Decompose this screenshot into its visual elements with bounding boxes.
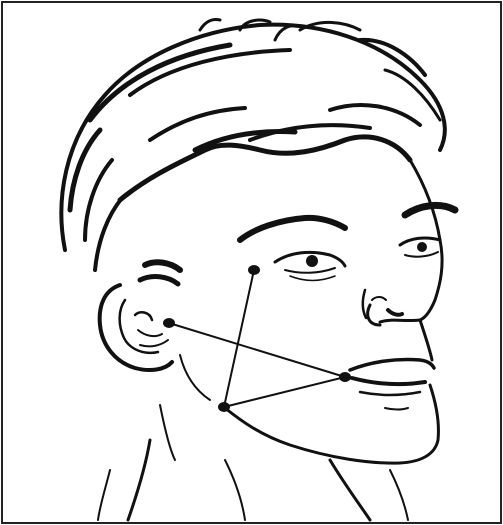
point-cheekbone xyxy=(248,265,260,275)
right-pupil-icon xyxy=(417,242,427,252)
point-jaw-angle xyxy=(218,402,230,412)
left-pupil-icon xyxy=(306,255,318,267)
point-mouth-corner xyxy=(339,372,351,382)
point-ear-tragus xyxy=(163,318,175,328)
